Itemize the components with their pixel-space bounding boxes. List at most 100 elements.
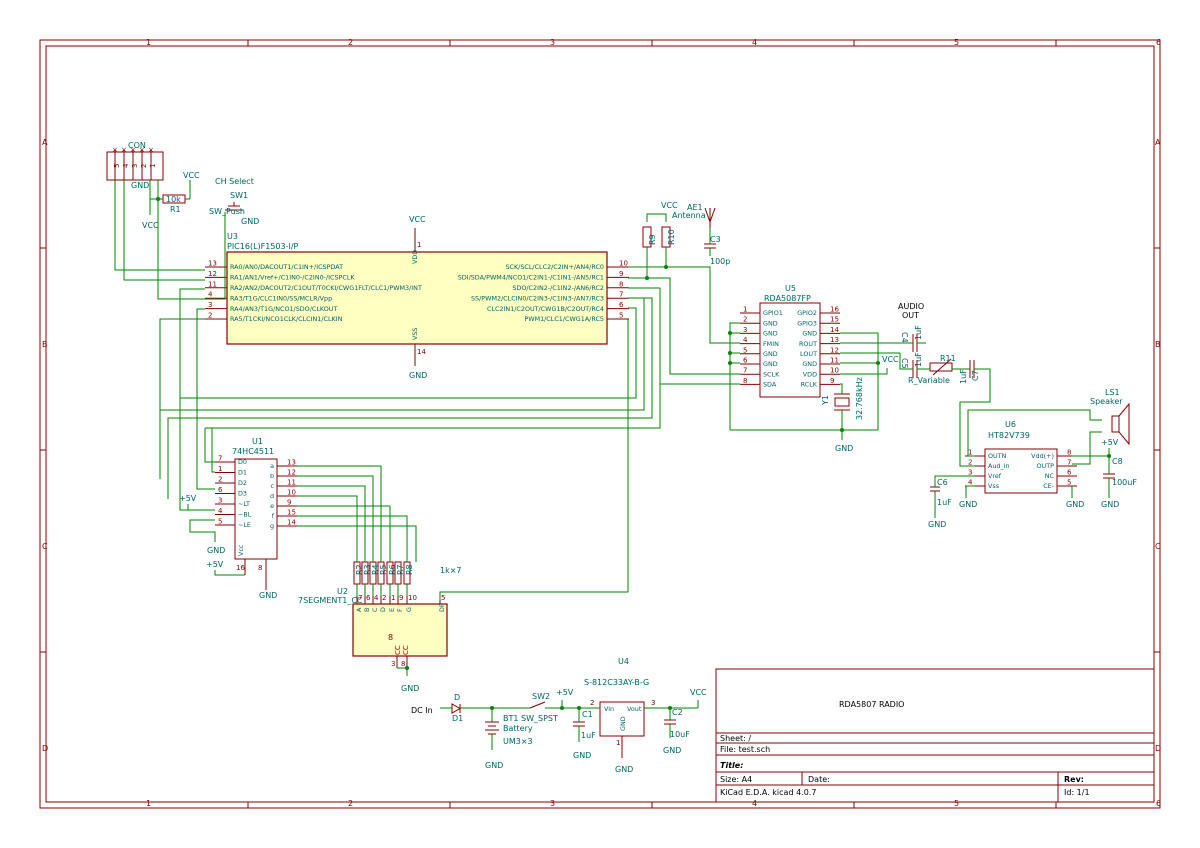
svg-text:GND: GND [619, 716, 627, 731]
u2-pin-number: 6 [366, 594, 371, 602]
u3-pin-signal: CLC2IN1/C2OUT/CWG1B/C2OUT/RC4 [487, 305, 604, 313]
u1-pin-signal: D2 [238, 479, 247, 487]
svg-text:GND: GND [409, 371, 427, 380]
svg-text:2: 2 [590, 699, 594, 707]
u3-pin-number: 6 [619, 301, 624, 309]
resistor-ref: R8 [405, 564, 414, 575]
u6-pin-signal: Aud_in [988, 462, 1010, 470]
row-marker: D [42, 744, 48, 753]
seven-seg-glyph: 8 [388, 633, 393, 642]
ls1-value: Speaker [1090, 397, 1123, 406]
svg-text:GND: GND [131, 181, 149, 190]
u2-pin-signal: B [363, 608, 371, 612]
u1-pin-signal: D3 [238, 490, 247, 498]
u5-pin-number: 14 [830, 326, 839, 334]
svg-text:+5V: +5V [1101, 438, 1119, 447]
u6-value: HT82V739 [988, 431, 1030, 440]
tool-label: KiCad E.D.A. kicad 4.0.7 [720, 788, 816, 797]
u1-pin-signal: f [272, 512, 275, 520]
u4-value: S-812C33AY-B-G [584, 678, 649, 687]
power-supply: DC In D D1 BT1 Battery UM3×3 GND SW2 SW_… [411, 657, 707, 774]
svg-text:CC: CC [402, 645, 410, 655]
u5-pin-number: 5 [743, 346, 747, 354]
speaker-ls1: LS1 Speaker [1090, 388, 1130, 446]
sw2-value: SW_SPST [521, 714, 558, 723]
svg-text:GND: GND [1066, 500, 1084, 509]
u6-pin-number: 7 [1067, 459, 1071, 467]
sw1-ref: SW1 [230, 191, 248, 200]
svg-text:GND: GND [615, 765, 633, 774]
svg-text:GND: GND [401, 684, 419, 693]
u5-pin-signal: GND [802, 360, 817, 368]
svg-text:3: 3 [651, 699, 655, 707]
row-marker: C [1155, 542, 1161, 551]
u3-pin-signal: RA1/AN1/Vref+/C1IN0-/C2IN0-/ICSPCLK [230, 274, 355, 282]
row-marker: B [42, 340, 48, 349]
svg-text:VCC: VCC [882, 355, 899, 364]
u5-pin-signal: GND [763, 350, 778, 358]
col-marker: 5 [954, 799, 959, 808]
u1-pin-number: 1 [218, 465, 222, 473]
c2-value: 10uF [670, 730, 690, 739]
u3-pin-signal: SDO/C2IN2-/C1IN2-/AN6/RC2 [512, 284, 604, 292]
col-marker: 6 [1156, 799, 1161, 808]
svg-text:VCC: VCC [409, 215, 426, 224]
title-label: Title: [720, 761, 743, 770]
svg-text:VCC: VCC [661, 201, 678, 210]
u2-pin-number: 9 [399, 594, 403, 602]
u2-pin-signal: E [388, 608, 396, 612]
u5-pin-signal: GPIO3 [797, 319, 817, 327]
col-marker: 2 [348, 38, 353, 47]
rn-value: 1k×7 [440, 566, 462, 575]
u1-pin-signal: a [270, 462, 274, 470]
u6-pin-number: 5 [1067, 479, 1071, 487]
col-marker: 3 [550, 38, 555, 47]
r11-ref: R11 [940, 354, 956, 363]
u1-pin-number: 14 [287, 519, 296, 527]
svg-text:GND: GND [663, 746, 681, 755]
row-marker: B [1155, 340, 1161, 349]
u3-pin-number: 7 [619, 291, 623, 299]
col-marker: 2 [348, 799, 353, 808]
u5-pin-signal: GND [763, 319, 778, 327]
con-pin-number: 2 [140, 164, 148, 168]
svg-text:GND: GND [207, 546, 225, 555]
con-pin-nc: × [121, 146, 127, 154]
u1-pin-number: 3 [218, 497, 222, 505]
svg-text:Vin: Vin [604, 705, 614, 713]
u1-pin-signal: ~LE [238, 521, 251, 529]
svg-text:GND: GND [259, 591, 277, 600]
pullups-antenna: R9 R10 VCC AE1 Antenna C3 100p [642, 201, 730, 266]
col-marker: 3 [550, 799, 555, 808]
switch-sw1: CH Select SW1 SW_Push GND [209, 177, 259, 226]
u3-pin-number: 5 [619, 312, 623, 320]
svg-text:3: 3 [391, 660, 395, 668]
y1-ref: Y1 [821, 395, 830, 406]
svg-text:VSS: VSS [411, 328, 419, 341]
u5-pin-signal: GND [763, 330, 778, 338]
c7-value: 1uF [959, 369, 968, 384]
u3-pin-signal: SS/PWM2/CLCIN0/C2IN3-/C1IN3-/AN7/RC3 [471, 294, 604, 302]
u5-pin-number: 11 [830, 357, 839, 365]
u6-pin-signal: Vref [988, 472, 1002, 480]
c6-ref: C6 [937, 478, 948, 487]
bt1-ref: BT1 [503, 714, 518, 723]
u3-pin-signal: PWM1/CLC1/CWG1A/RC5 [524, 315, 604, 323]
u1-pin-number: 10 [287, 489, 296, 497]
wires [114, 180, 1110, 750]
u5-pin-number: 10 [830, 367, 839, 375]
u6-pin-number: 6 [1067, 469, 1072, 477]
u3-pin-number: 9 [619, 270, 623, 278]
col-marker: 4 [752, 38, 757, 47]
rev-label: Rev: [1064, 775, 1084, 784]
c1-ref: C1 [582, 710, 593, 719]
u1-pin-signal: D1 [238, 469, 247, 477]
svg-text:Vcc: Vcc [237, 544, 245, 556]
u3-pin-number: 13 [208, 260, 217, 268]
svg-text:VCC: VCC [183, 171, 200, 180]
u1-pin-number: 6 [218, 486, 223, 494]
u5-pin-signal: SCLK [763, 370, 780, 378]
c8-value: 100uF [1112, 478, 1137, 487]
